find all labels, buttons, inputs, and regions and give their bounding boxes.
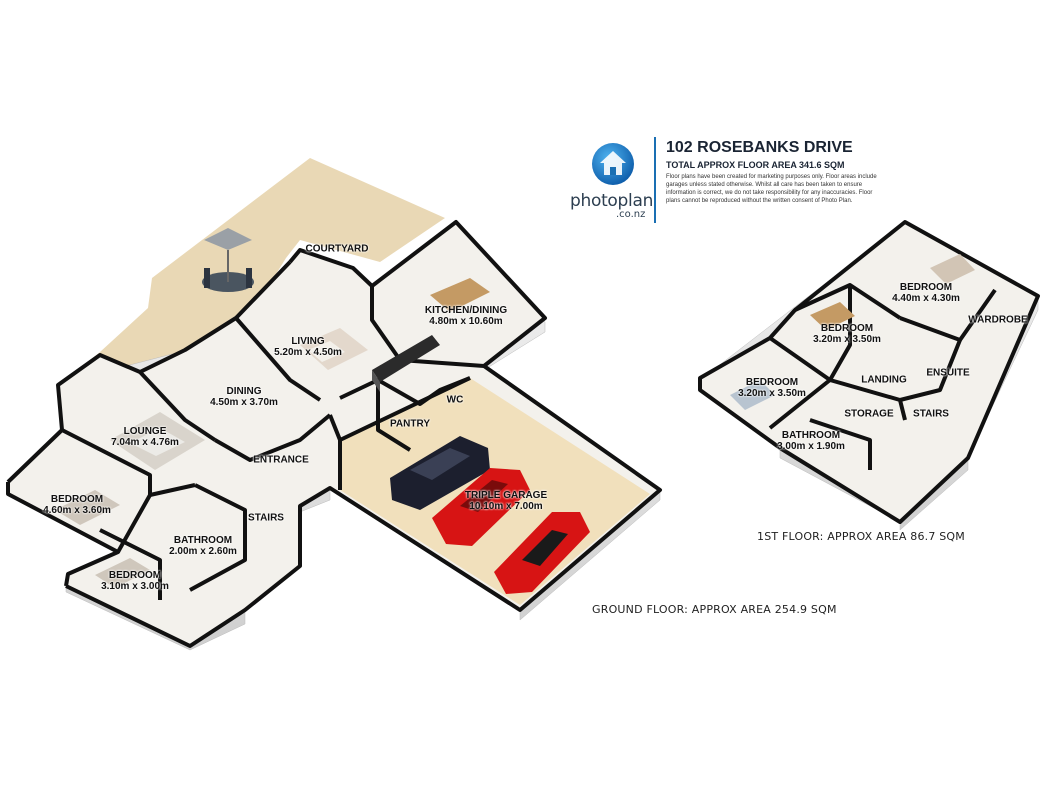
room-label-bathroom-first: BATHROOM 3.00m x 1.90m xyxy=(777,430,845,452)
car-black xyxy=(390,436,490,510)
room-label-dining: DINING 4.50m x 3.70m xyxy=(210,386,278,408)
ground-floor-plan xyxy=(6,158,662,651)
photoplan-logo-graphic xyxy=(592,143,634,185)
room-label-stairs-first: STAIRS xyxy=(913,408,949,420)
room-label-bathroom-ground: BATHROOM 2.00m x 2.60m xyxy=(169,535,237,557)
first-floor-plan xyxy=(698,220,1040,531)
kitchen-furniture xyxy=(372,278,490,392)
room-label-kitchen-dining: KITCHEN/DINING 4.80m x 10.60m xyxy=(424,305,508,327)
room-label-stairs-ground: STAIRS xyxy=(248,512,284,524)
courtyard-furniture xyxy=(202,228,254,292)
room-label-bedroom-2: BEDROOM 3.10m x 3.00m xyxy=(101,570,169,592)
room-label-lounge: LOUNGE 7.04m x 4.76m xyxy=(111,426,179,448)
room-label-entrance: ENTRANCE xyxy=(253,454,309,466)
property-address: 102 ROSEBANKS DRIVE xyxy=(666,139,853,156)
ground-floor-caption: GROUND FLOOR: APPROX AREA 254.9 SQM xyxy=(592,603,837,616)
room-label-bedroom-left: BEDROOM 3.20m x 3.50m xyxy=(738,377,806,399)
lounge-furniture xyxy=(110,412,205,470)
room-label-ensuite: ENSUITE xyxy=(926,367,970,379)
living-furniture xyxy=(300,328,368,370)
room-label-courtyard: COURTYARD xyxy=(305,243,369,255)
room-label-bedroom-mid: BEDROOM 3.20m x 3.50m xyxy=(813,323,881,345)
room-label-triple-garage: TRIPLE GARAGE 10.10m x 7.00m xyxy=(464,490,548,512)
car-red-1 xyxy=(432,468,530,546)
brand-divider xyxy=(654,137,656,223)
room-label-bedroom-1: BEDROOM 4.60m x 3.60m xyxy=(43,494,111,516)
room-label-wc: WC xyxy=(446,394,464,406)
house-logo-icon xyxy=(592,143,634,185)
car-red-2 xyxy=(494,512,590,594)
logo-domain: .co.nz xyxy=(616,209,646,220)
room-label-living: LIVING 5.20m x 4.50m xyxy=(274,336,342,358)
first-walls xyxy=(698,220,1040,524)
first-floor-surface xyxy=(700,222,1038,522)
first-floor-caption: 1ST FLOOR: APPROX AREA 86.7 SQM xyxy=(757,530,965,543)
first-floor-furniture xyxy=(730,254,975,410)
room-label-landing: LANDING xyxy=(861,374,907,386)
bedroom-furniture xyxy=(55,490,150,588)
logo-wordmark: photoplan xyxy=(570,191,654,211)
brand-header: photoplan .co.nz 102 ROSEBANKS DRIVE TOT… xyxy=(570,135,900,225)
total-floor-area: TOTAL APPROX FLOOR AREA 341.6 SQM xyxy=(666,160,845,170)
room-label-storage: STORAGE xyxy=(844,408,894,420)
ground-walls xyxy=(6,220,662,648)
room-label-pantry: PANTRY xyxy=(390,418,430,430)
disclaimer-text: Floor plans have been created for market… xyxy=(666,174,877,204)
room-label-wardrobe: WARDROBE xyxy=(968,314,1028,326)
outdoor-deck xyxy=(62,158,445,400)
room-label-bedroom-main: BEDROOM 4.40m x 4.30m xyxy=(892,282,960,304)
